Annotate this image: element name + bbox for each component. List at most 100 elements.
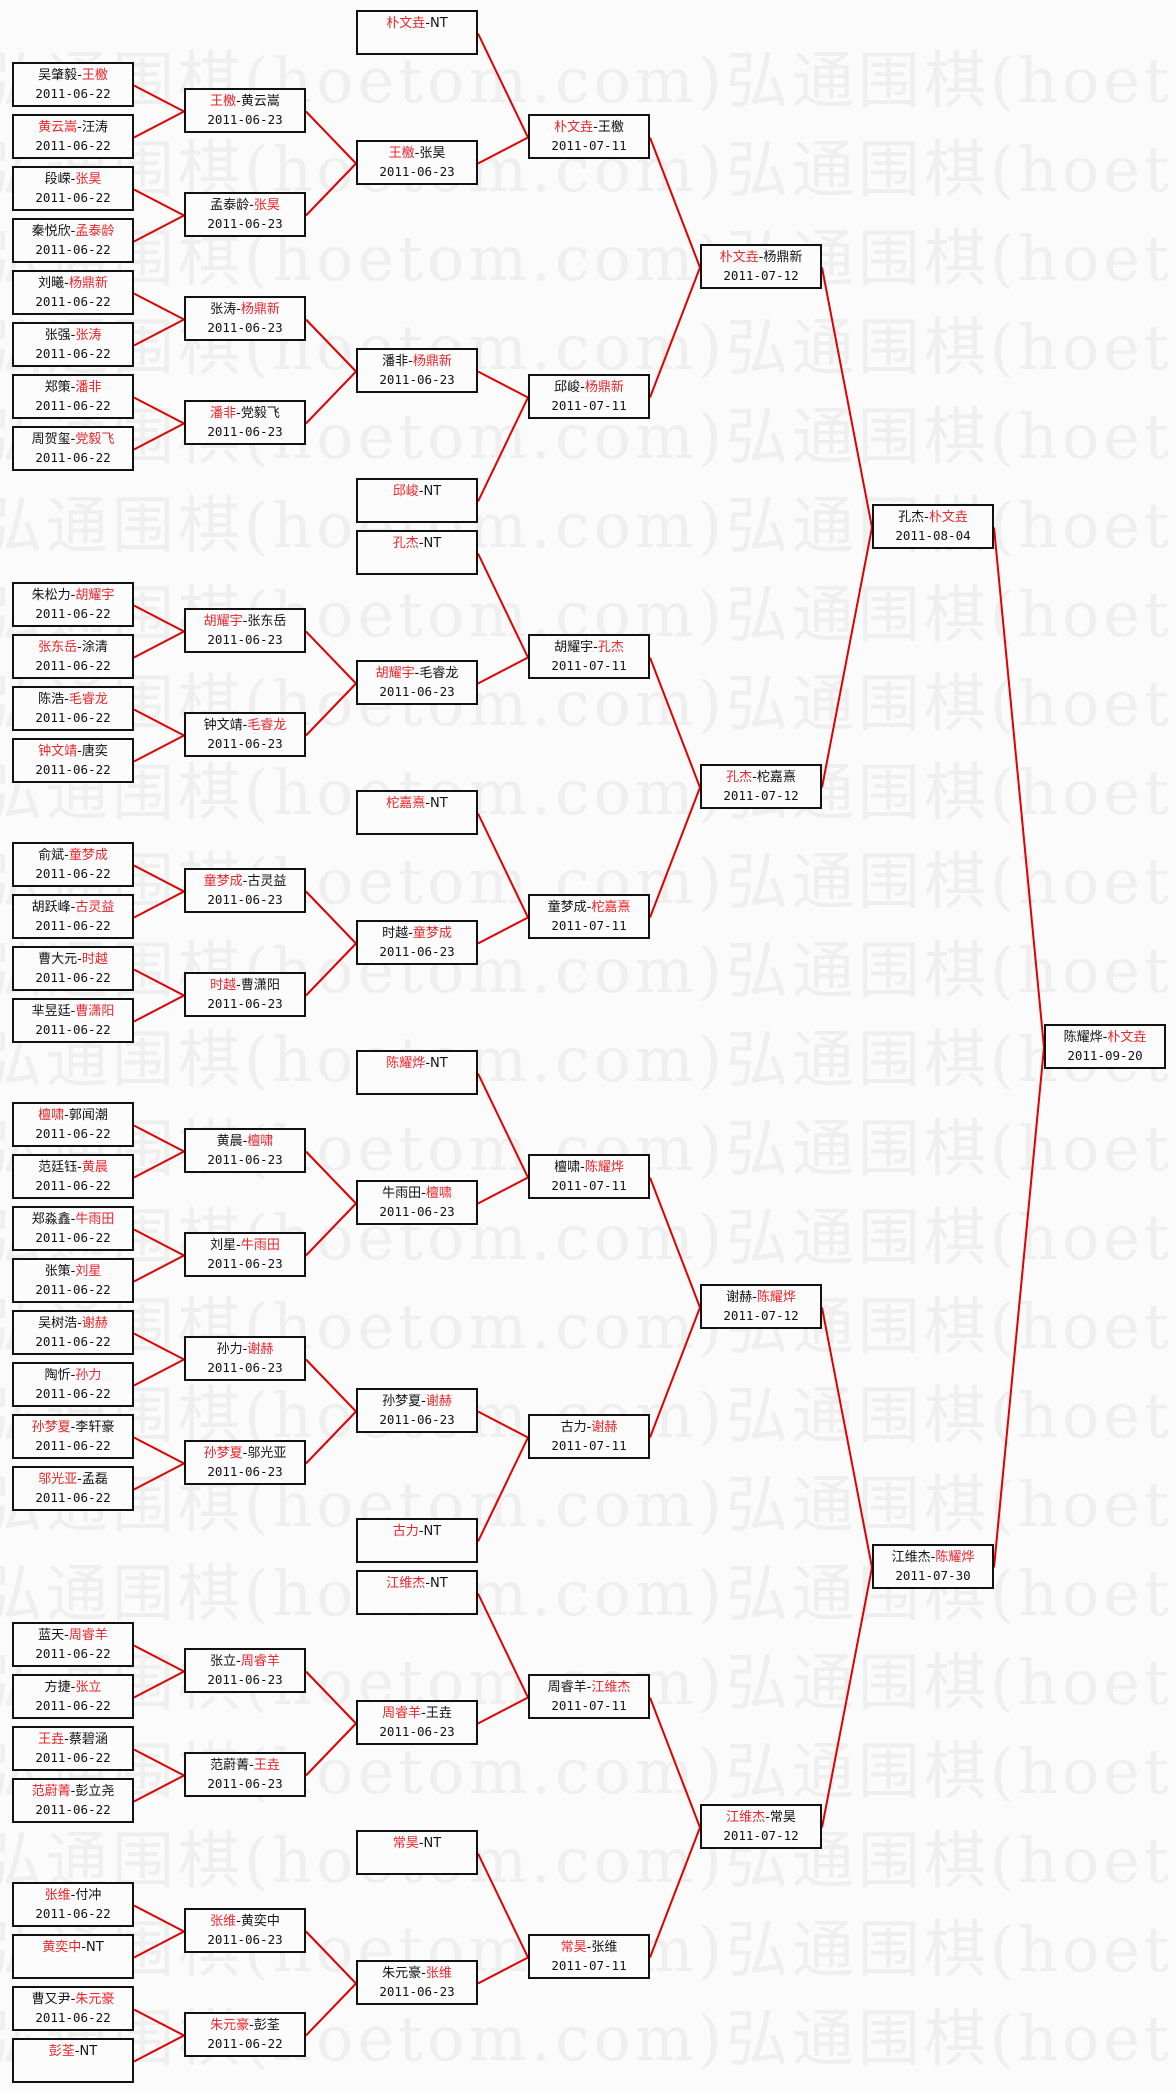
- match-date: 2011-06-23: [207, 1464, 283, 1479]
- winner-name: 谢赫: [81, 1316, 108, 1331]
- match-box[interactable]: 常昊-NT: [356, 1830, 478, 1875]
- match-players: 张立-周睿羊: [186, 1653, 304, 1671]
- match-box[interactable]: 彭荃-NT: [12, 2038, 134, 2083]
- connector-line: [133, 2034, 185, 2063]
- match-date: 2011-06-23: [207, 216, 283, 231]
- match-box[interactable]: 黄奕中-NT: [12, 1934, 134, 1979]
- match-date: 2011-06-22: [35, 1490, 111, 1505]
- match-box[interactable]: 江维杰-NT: [356, 1570, 478, 1615]
- winner-name: 张立: [75, 1680, 102, 1695]
- player-name: NT: [430, 796, 448, 811]
- match-box[interactable]: 柁嘉熹-NT: [356, 790, 478, 835]
- winner-name: 杨鼎新: [584, 380, 624, 395]
- match-box[interactable]: 陈耀烨-NT: [356, 1050, 478, 1095]
- player-name: NT: [86, 1940, 104, 1955]
- connector-line: [133, 890, 185, 919]
- match-box[interactable]: 古力-NT: [356, 1518, 478, 1563]
- winner-name: 毛睿龙: [68, 692, 108, 707]
- connector-line: [133, 1228, 185, 1257]
- winner-name: 常昊: [560, 1940, 587, 1955]
- match-box[interactable]: 孔杰-NT: [356, 530, 478, 575]
- match-players: 朴文垚-NT: [358, 15, 476, 33]
- connector-line: [305, 1202, 357, 1257]
- match-box[interactable]: 邱峻-NT: [356, 478, 478, 523]
- match-box[interactable]: 朴文垚-NT: [356, 10, 478, 55]
- player-name: 胡耀宇: [554, 640, 594, 655]
- separator: -: [236, 1914, 241, 1929]
- match-players: 牛雨田-檀啸: [358, 1185, 476, 1203]
- player-name: 蓝天: [38, 1628, 65, 1643]
- connector-line: [133, 422, 185, 451]
